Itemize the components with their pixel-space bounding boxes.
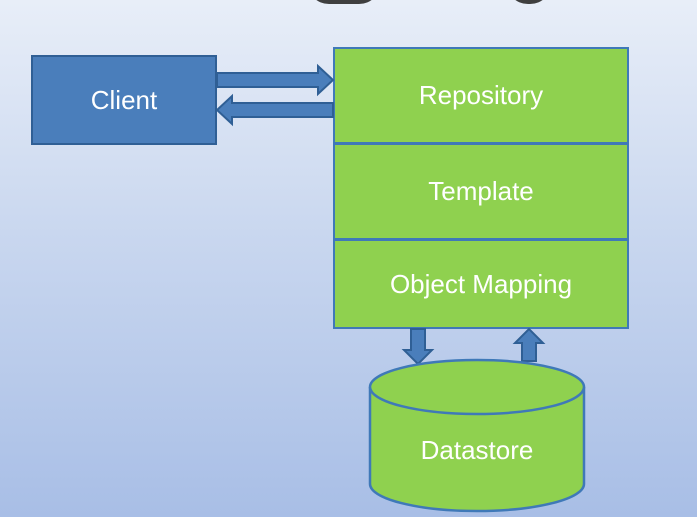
- cylinder-body: [368, 387, 586, 513]
- object-mapping-layer: Object Mapping: [333, 239, 629, 329]
- object-mapping-label: Object Mapping: [389, 268, 573, 299]
- datastore-label-wrap: Datastore: [370, 400, 584, 500]
- datastore-label: Datastore: [420, 434, 534, 465]
- datastore-cylinder: [368, 358, 586, 513]
- cylinder-top: [368, 358, 586, 416]
- repository-layer: Repository: [333, 47, 629, 144]
- template-layer: Template: [333, 143, 629, 240]
- write-arrow: [401, 328, 435, 366]
- client-box: Client: [31, 55, 217, 145]
- request-arrow: [216, 63, 335, 97]
- template-label: Template: [428, 176, 534, 206]
- repository-label: Repository: [418, 80, 544, 110]
- client-label: Client: [90, 84, 158, 115]
- read-arrow: [512, 327, 546, 362]
- response-arrow: [215, 93, 334, 127]
